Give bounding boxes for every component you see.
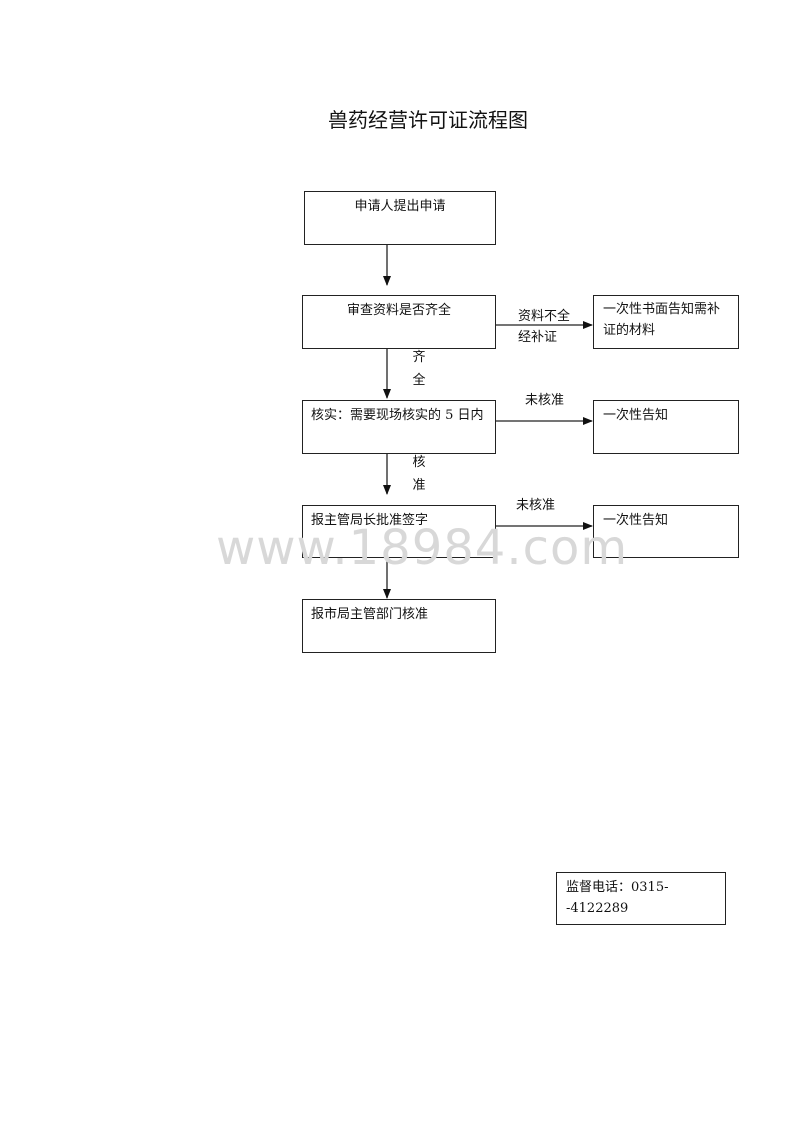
side-notify-written: 一次性书面告知需补证的材料 <box>593 295 739 349</box>
edge-label-approved-1: 核 <box>412 455 426 470</box>
contact-box: 监督电话：0315--4122289 <box>556 872 726 925</box>
side-notify-2-text: 一次性告知 <box>603 513 669 528</box>
contact-phone: 监督电话：0315--4122289 <box>566 880 669 916</box>
step-verify-text: 核实：需要现场核实的 5 日内 <box>311 408 484 423</box>
side-notify-1: 一次性告知 <box>593 400 739 454</box>
edge-label-not-approved-2: 未核准 <box>516 498 556 513</box>
edge-label-not-approved-1: 未核准 <box>525 393 565 408</box>
step-city: 报市局主管部门核准 <box>302 599 496 653</box>
side-notify-1-text: 一次性告知 <box>603 408 669 423</box>
edge-label-incomplete: 资料不全经补证 <box>518 309 571 345</box>
step-sign-text: 报主管局长批准签字 <box>311 513 429 528</box>
edge-label-complete-1: 齐 <box>412 350 426 365</box>
step-apply: 申请人提出申请 <box>304 191 496 245</box>
step-city-text: 报市局主管部门核准 <box>311 607 429 622</box>
side-notify-written-text: 一次性书面告知需补证的材料 <box>603 302 721 338</box>
page-title: 兽药经营许可证流程图 <box>328 108 528 132</box>
step-verify: 核实：需要现场核实的 5 日内 <box>302 400 496 454</box>
step-review: 审查资料是否齐全 <box>302 295 496 349</box>
side-notify-2: 一次性告知 <box>593 505 739 558</box>
edge-label-complete-2: 全 <box>412 373 426 388</box>
step-apply-text: 申请人提出申请 <box>354 199 446 214</box>
step-sign: 报主管局长批准签字 <box>302 505 496 558</box>
step-review-text: 审查资料是否齐全 <box>346 303 451 318</box>
edge-label-approved-2: 准 <box>412 478 426 493</box>
